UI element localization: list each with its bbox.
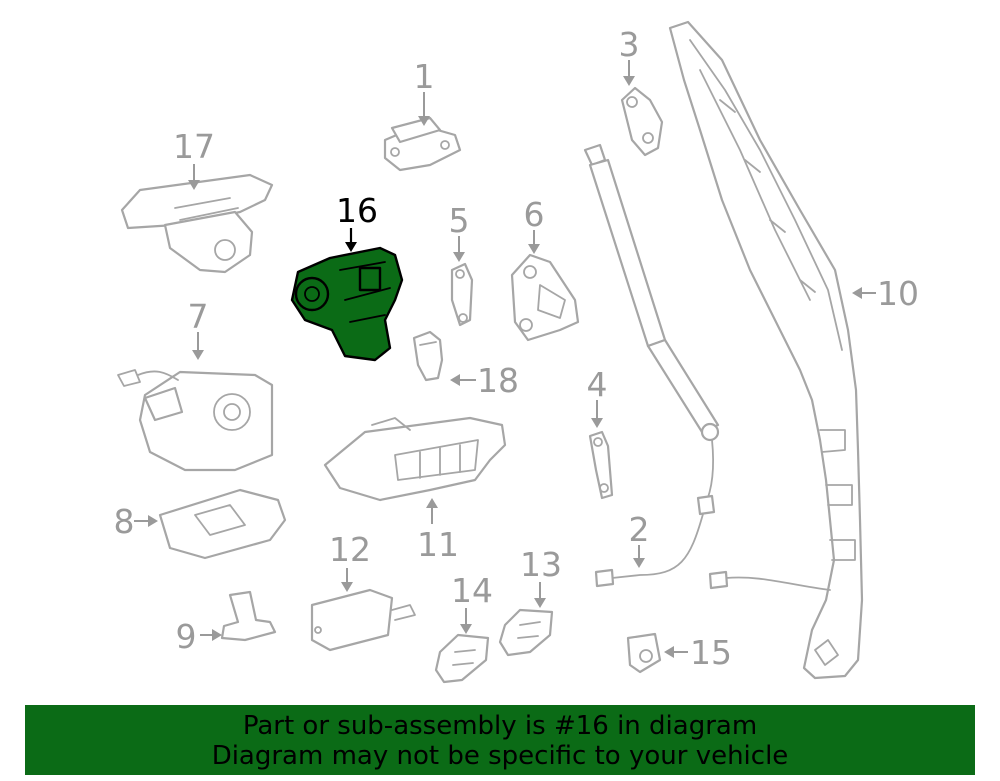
callout-labels: 1 2 3 4 5 6 7 8 9 10 11 12 13 14 15 16 1… — [114, 25, 920, 672]
part-12-module — [310, 588, 416, 652]
part-5-clip — [450, 262, 474, 327]
part-9-bracket — [220, 590, 277, 642]
callout-18: 18 — [477, 361, 519, 400]
callout-6: 6 — [524, 195, 545, 234]
banner-line-disclaimer: Diagram may not be specific to your vehi… — [211, 741, 789, 771]
callout-8: 8 — [114, 502, 135, 541]
part-11-tailgate-handle — [323, 416, 507, 502]
part-8-light — [158, 488, 287, 560]
part-17-handle — [120, 173, 274, 274]
callout-9: 9 — [176, 617, 197, 656]
part-4-clip — [588, 430, 614, 500]
part-14-clip — [434, 633, 490, 684]
part-16-highlighted — [290, 246, 404, 362]
callout-16: 16 — [336, 191, 378, 230]
callout-4: 4 — [587, 365, 608, 404]
callout-7: 7 — [188, 297, 209, 336]
part-10-trim-panel — [668, 20, 864, 680]
callout-14: 14 — [451, 571, 493, 610]
part-15-sensor — [626, 632, 662, 674]
part-7-latch-actuator — [117, 369, 274, 472]
callout-leaders — [134, 60, 876, 658]
callout-13: 13 — [520, 545, 562, 584]
callout-2: 2 — [629, 510, 650, 549]
callout-11: 11 — [417, 525, 459, 564]
callout-3: 3 — [619, 25, 640, 64]
callout-15: 15 — [690, 633, 732, 672]
info-banner: Part or sub-assembly is #16 in diagram D… — [25, 705, 975, 775]
part-6-hinge-bracket — [510, 253, 580, 342]
part-2-cable — [594, 439, 831, 591]
part-3-bracket — [620, 86, 664, 157]
part-18-fastener — [412, 330, 444, 382]
callout-1: 1 — [414, 57, 435, 96]
part-13-clip — [498, 608, 554, 657]
banner-line-part: Part or sub-assembly is #16 in diagram — [242, 711, 758, 741]
callout-12: 12 — [329, 530, 371, 569]
callout-10: 10 — [877, 274, 919, 313]
callout-17: 17 — [173, 127, 215, 166]
part-1-bracket — [383, 116, 462, 172]
lift-strut — [583, 143, 720, 442]
callout-5: 5 — [449, 201, 470, 240]
